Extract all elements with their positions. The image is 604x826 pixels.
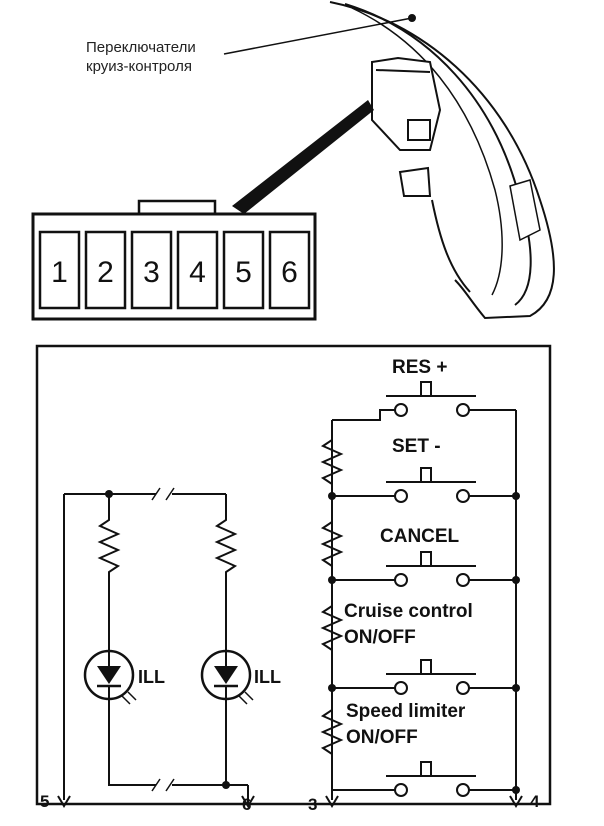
circuit-schematic [35, 344, 552, 806]
connector-pin-cell [222, 230, 265, 310]
junction-dot [105, 490, 113, 498]
connector-pin-cell [130, 230, 173, 310]
junction-dot [512, 684, 520, 692]
connector-pin-cell [176, 230, 219, 310]
switch-pushbar [386, 381, 476, 397]
switch-contact [456, 573, 470, 587]
terminal-label-3: 3 [308, 795, 317, 814]
switch-illustration [223, 1, 555, 320]
terminal-label-4: 4 [530, 792, 540, 811]
lamp-left-diode [97, 666, 121, 684]
switch-contact [394, 573, 408, 587]
resistor-r1 [320, 420, 344, 496]
terminal-arrow-6 [241, 795, 255, 808]
wheel-bezel [509, 179, 541, 242]
junction-dot [512, 576, 520, 584]
terminal-arrow-4 [509, 795, 523, 808]
switch-label-cruise: Cruise control [344, 601, 473, 622]
wheel-spoke-line [431, 199, 471, 293]
lamp-left-rays [121, 691, 137, 705]
bottom-break-mark [151, 778, 175, 792]
connector-pin-label: 3 [143, 256, 160, 289]
switch-contact [394, 783, 408, 797]
lamp-right-diode [214, 666, 238, 684]
top-break-mark [151, 487, 175, 501]
schematic-frame [35, 344, 552, 806]
switch-contact [394, 489, 408, 503]
lamp-label-left: ILL [138, 667, 165, 687]
connector-pin-label: 1 [51, 256, 68, 289]
switch-contact [456, 783, 470, 797]
switch-pushbar [386, 467, 476, 483]
junction-dot [512, 786, 520, 794]
lamp-label-right: ILL [254, 667, 281, 687]
junction-dots [105, 490, 520, 794]
connector-pin-label: 6 [281, 256, 298, 289]
lamp-right [200, 649, 254, 705]
switch-module-edge [375, 69, 431, 73]
switch-pushbar [386, 761, 476, 777]
junction-dot [222, 781, 230, 789]
connector-pin-cell [268, 230, 311, 310]
wheel-inner-rim-2 [351, 7, 503, 296]
switch-contact [456, 681, 470, 695]
resistor-r3 [320, 596, 344, 688]
switch-contacts [386, 381, 476, 797]
junction-dot [512, 492, 520, 500]
connector-pin-label: 5 [235, 256, 252, 289]
junction-dot [328, 576, 336, 584]
switch-label-limiter: Speed limiter [346, 701, 466, 722]
caption-line-2: круиз-контроля [86, 58, 192, 75]
switch-res-wire [332, 409, 516, 421]
switch-pushbar [386, 551, 476, 567]
switch-contact [394, 403, 408, 417]
connector-pin-cell [84, 230, 127, 310]
terminal-label-6: 6 [242, 795, 251, 814]
lamp-right-rays [238, 691, 254, 705]
junction-dot [328, 492, 336, 500]
terminal-arrow-5 [57, 795, 71, 808]
junction-dot [328, 684, 336, 692]
terminal-arrow-3 [325, 795, 339, 808]
switch-label-set: SET - [392, 436, 441, 457]
switch-contact [394, 681, 408, 695]
switch-label-cancel: CANCEL [380, 526, 460, 547]
switch-pushbar [386, 659, 476, 675]
switch-mount [398, 166, 432, 197]
connector-pin-cell [38, 230, 81, 310]
resistor-r4 [320, 700, 344, 790]
terminal-arrows [57, 795, 523, 808]
caption-leader-line [223, 17, 413, 55]
wheel-inner-rim [344, 3, 532, 306]
ill-bottom-wire [108, 700, 248, 786]
caption-line-1: Переключатели [86, 39, 196, 56]
switch-contact [456, 489, 470, 503]
switch-label-res: RES + [392, 357, 447, 378]
component-caption: Переключатели круиз-контроля [86, 38, 196, 76]
switch-contact [456, 403, 470, 417]
switch-label-limiter-state: ON/OFF [346, 727, 418, 748]
lamp-left [83, 649, 137, 705]
ill-resistor-left [97, 494, 121, 650]
switch-clip [407, 119, 431, 141]
resistor-r2 [320, 510, 344, 580]
ill-resistor-right [214, 494, 238, 650]
switch-label-cruise-state: ON/OFF [344, 627, 416, 648]
connector-pin-label: 4 [189, 256, 206, 289]
terminal-label-5: 5 [40, 792, 49, 811]
callout-wedge [232, 100, 374, 214]
leader-dot [408, 14, 416, 22]
wheel-outer-rim [329, 1, 555, 320]
connector-pin-label: 2 [97, 256, 114, 289]
